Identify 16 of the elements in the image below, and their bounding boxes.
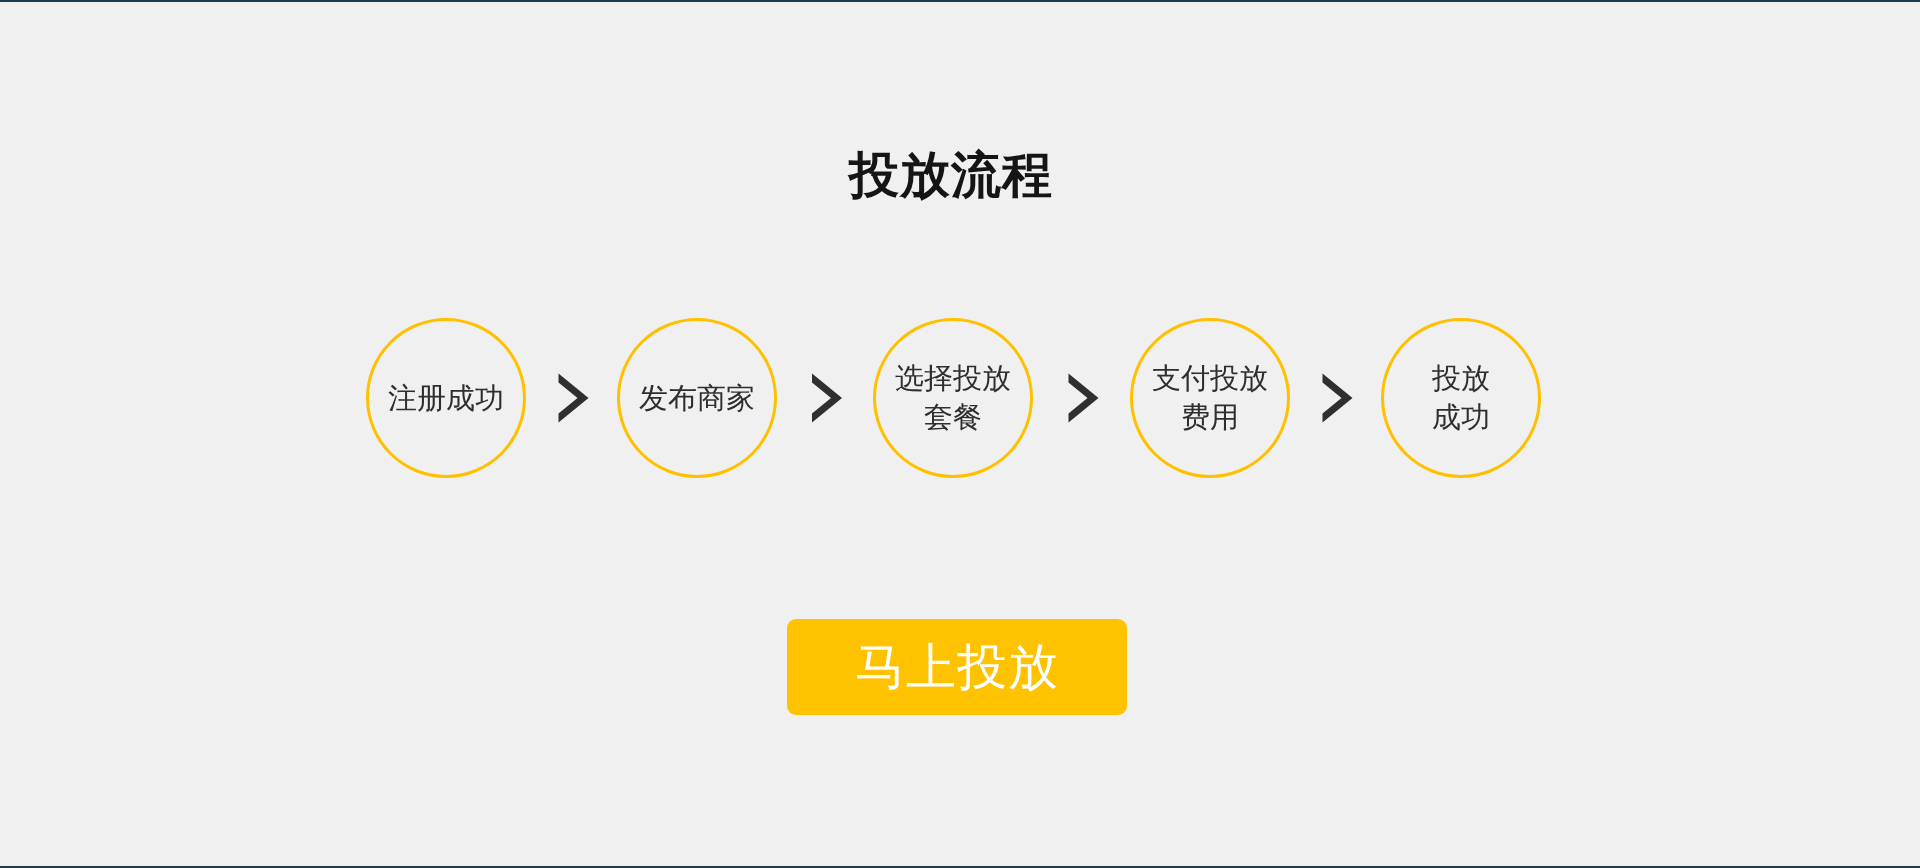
step-label: 注册成功 [388,379,504,417]
step-circle [873,318,1033,478]
step-label: 选择投放套餐 [894,360,1012,436]
chevron-arrow [1322,373,1353,423]
step-circle [1381,318,1541,478]
step-circle [366,318,526,478]
step-label: 支付投放费用 [1151,360,1269,436]
step-circle [617,318,777,478]
chevron-arrow [558,373,589,423]
action-button: 马上投放 [787,619,1127,715]
step-label: 发布商家 [639,379,755,417]
chevron-arrow [1068,373,1099,423]
step-label: 投放成功 [1431,360,1491,436]
chevron-arrow [812,373,842,423]
title: 投放流程 [849,150,1053,200]
step-circle [1130,318,1290,478]
